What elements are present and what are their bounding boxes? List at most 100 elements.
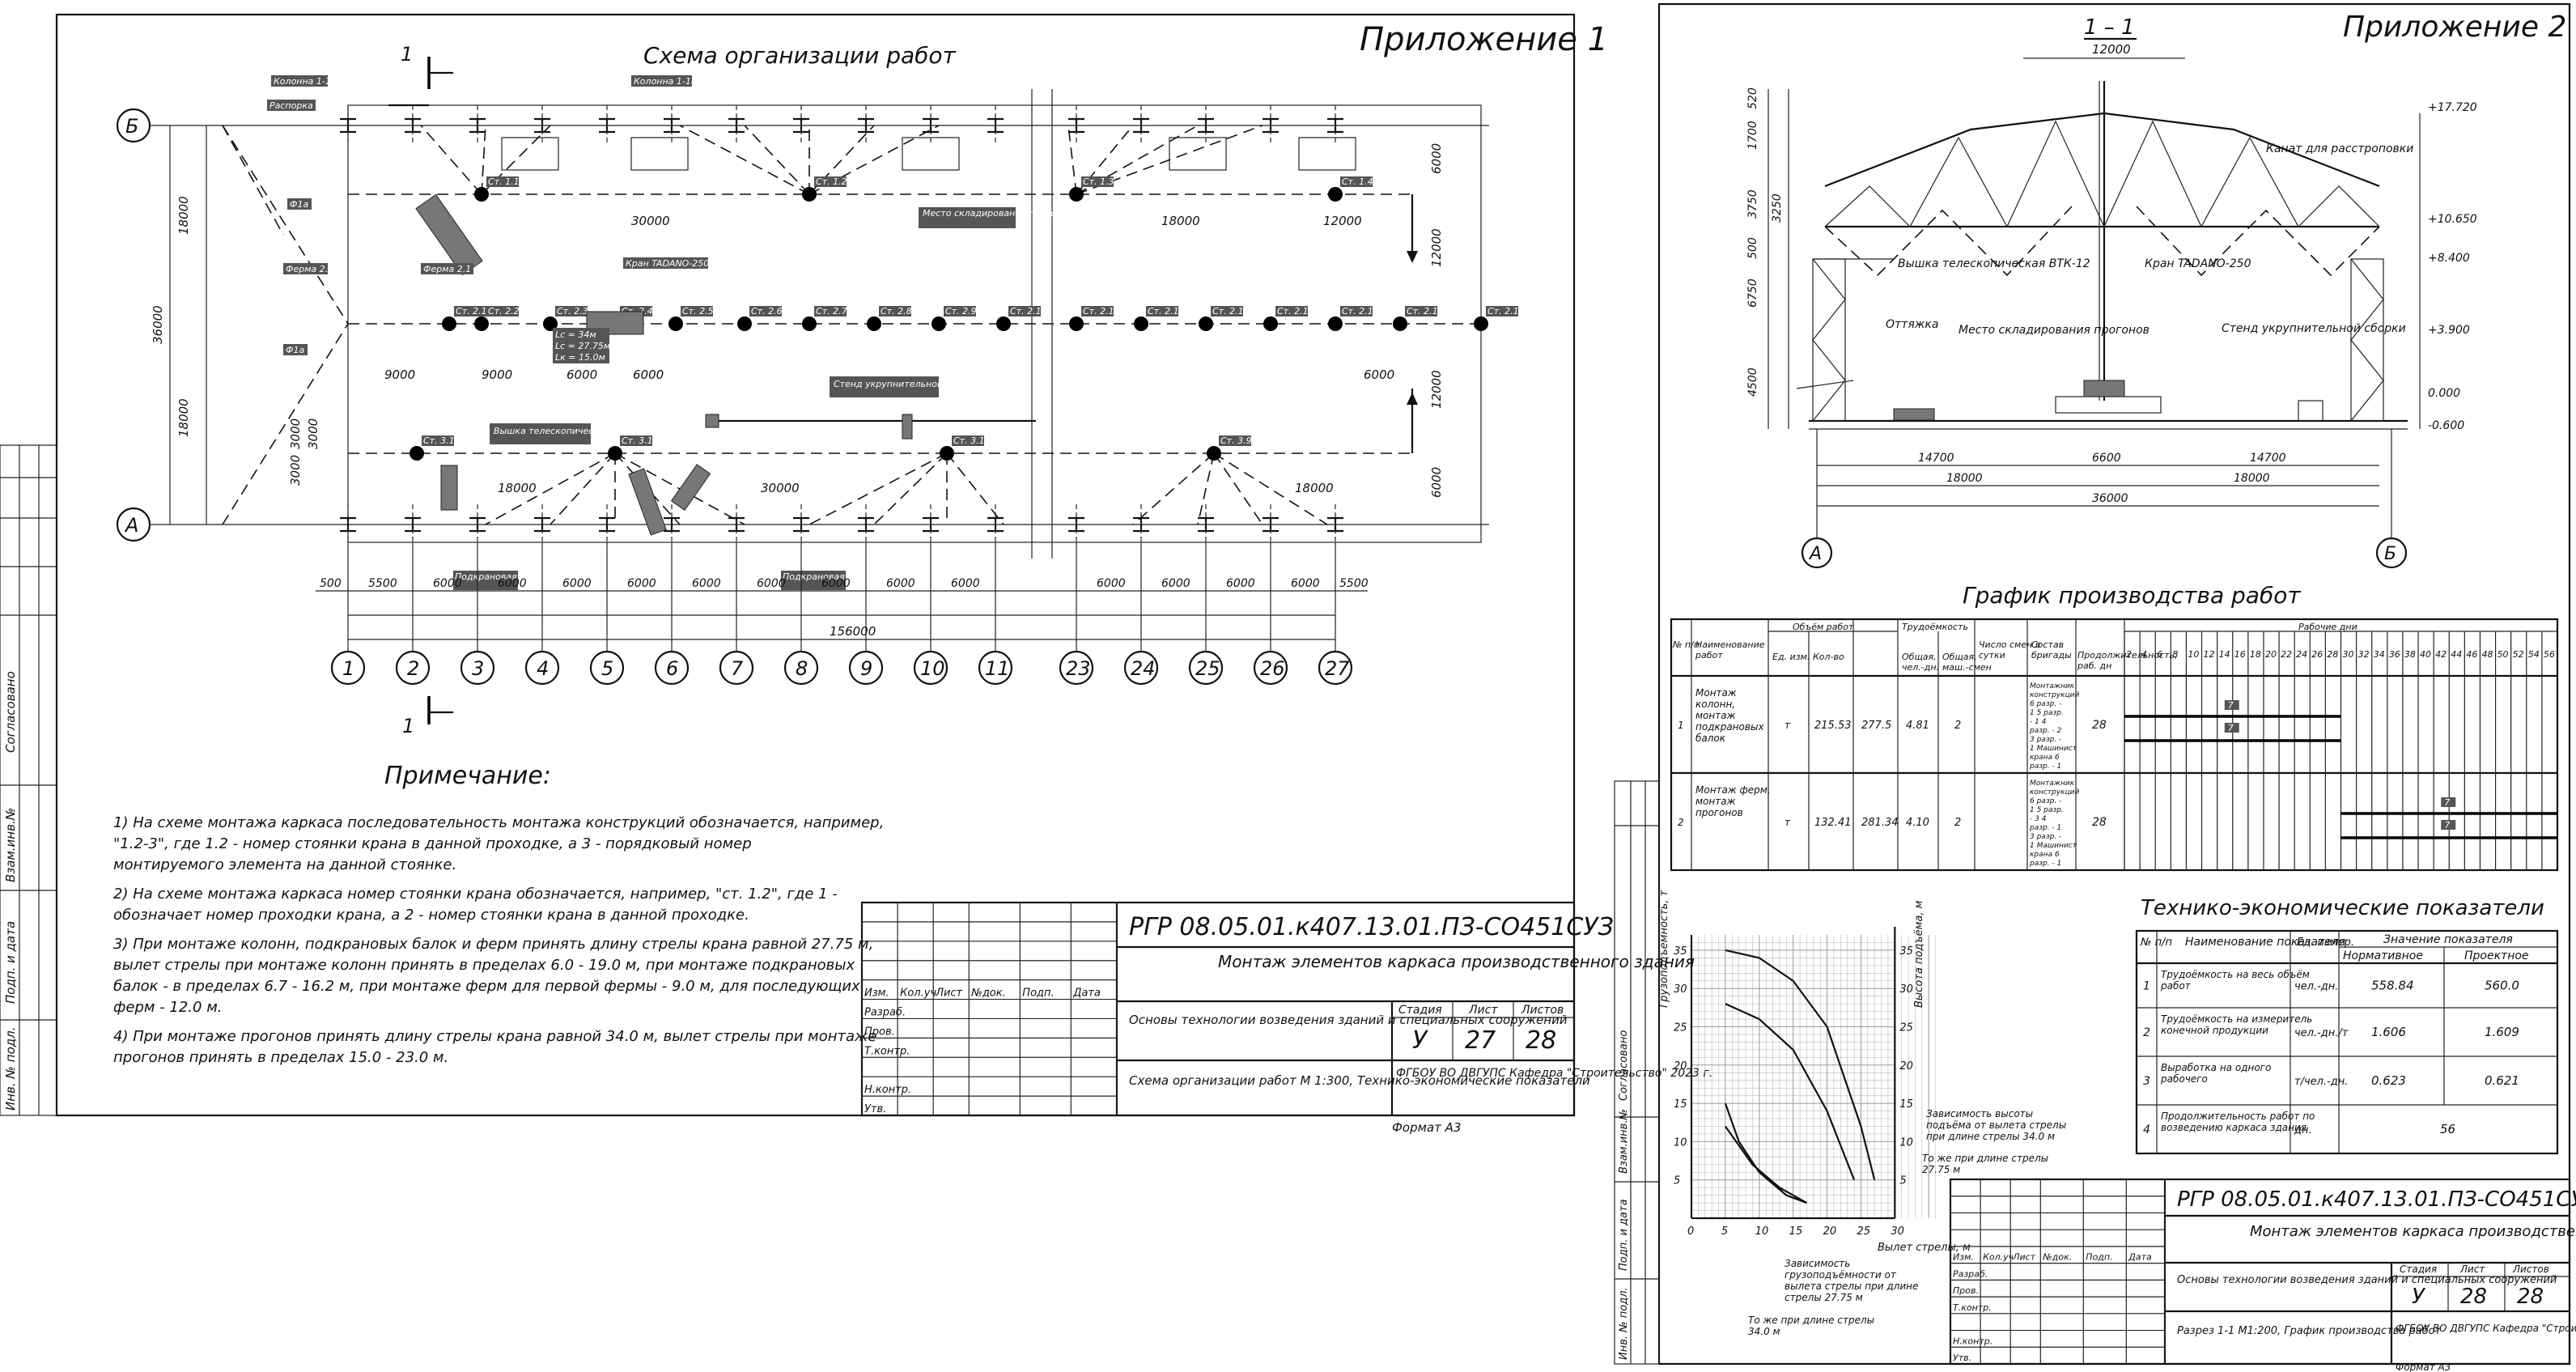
svg-text:Изм.: Изм. <box>1953 1252 1974 1263</box>
x-tick-30: 30 <box>1891 1225 1904 1238</box>
column-bottom-16 <box>1327 504 1343 545</box>
series-1 <box>1725 949 1876 1180</box>
svg-text:28: 28 <box>2092 816 2107 829</box>
svg-text:Lc = 34м: Lc = 34м <box>555 329 596 340</box>
svg-text:Лист: Лист <box>2459 1264 2485 1275</box>
svg-text:3: 3 <box>472 657 484 680</box>
svg-text:Канат для расстроповки: Канат для расстроповки <box>2266 142 2413 155</box>
svg-text:Lс = 27.75м: Lс = 27.75м <box>555 341 610 351</box>
day-38: 38 <box>2404 649 2416 660</box>
crane-stop-mid-7: Ст. 2.7 <box>802 306 847 331</box>
schedule-head-6: чел.-дн. <box>1902 662 1939 673</box>
svg-text:Формат А3: Формат А3 <box>1392 1120 1461 1135</box>
svg-text:Н.контр.: Н.контр. <box>1953 1336 1992 1346</box>
svg-text:Колонна 1-1а: Колонна 1-1а <box>274 76 337 87</box>
svg-text:Ст. 2.17: Ст. 2.17 <box>1487 306 1525 316</box>
svg-text:6 разр. -: 6 разр. - <box>2030 700 2061 708</box>
column-top-6 <box>664 105 680 146</box>
axis-circle-26: 26 <box>1253 648 1288 686</box>
crane-stop-mid-13: Ст. 2.13 <box>1199 306 1250 331</box>
svg-text:Кол.уч: Кол.уч <box>900 988 936 1000</box>
svg-text:558.84: 558.84 <box>2371 979 2414 993</box>
column-top-12 <box>1068 105 1084 146</box>
x-tick-15: 15 <box>1789 1225 1803 1238</box>
svg-text:Ст. 2.1: Ст. 2.1 <box>456 306 487 316</box>
svg-text:РГР 08.05.01.к407.13.01.ПЗ-СО4: РГР 08.05.01.к407.13.01.ПЗ-СО451СУЗ <box>1129 913 1614 941</box>
dim-bottom-6: 6000 <box>692 577 721 590</box>
svg-text:крана 6: крана 6 <box>2030 851 2060 859</box>
svg-text:Утв.: Утв. <box>864 1103 886 1115</box>
note-line-3: прогонов принять в пределах 15.0 - 23.0 … <box>113 1049 448 1066</box>
svg-text:конструкций: конструкций <box>2030 788 2079 796</box>
notes-title: Примечание: <box>384 762 551 790</box>
svg-text:Ст. 1.1: Ст. 1.1 <box>488 176 520 187</box>
svg-text:28: 28 <box>2517 1285 2544 1309</box>
svg-text:разр. - 1: разр. - 1 <box>2029 762 2061 771</box>
svg-text:156000: 156000 <box>830 624 876 639</box>
series-annotation-3: Зависимость <box>1785 1258 1850 1269</box>
column-top-14 <box>1198 105 1214 146</box>
svg-text:Распорка: Распорка <box>269 100 313 111</box>
column-bottom-15 <box>1263 504 1279 545</box>
svg-text:Ферма 2.1: Ферма 2.1 <box>423 264 471 274</box>
svg-text:10: 10 <box>920 657 945 680</box>
row-mark-A: А <box>116 507 151 542</box>
column-bottom-5 <box>599 504 615 545</box>
svg-text:36000: 36000 <box>2092 492 2128 505</box>
svg-text:9: 9 <box>860 657 872 680</box>
series-annotation-3: грузоподъёмности от <box>1785 1269 1897 1281</box>
svg-text:Дата: Дата <box>2128 1252 2152 1263</box>
svg-text:1.606: 1.606 <box>2371 1025 2406 1039</box>
svg-text:Основы технологии возведения з: Основы технологии возведения зданий и сп… <box>2177 1274 2557 1286</box>
svg-text:7: 7 <box>731 657 744 680</box>
day-14: 14 <box>2219 649 2230 660</box>
crane-stop-bot-1: Ст. 3.12 <box>410 435 460 461</box>
sheet-2-side-stamp: Согласовано Взам.инв.№ Подп. и дата Инв.… <box>1614 780 1660 1365</box>
crane-stop-mid-16: Ст. 2.16 <box>1393 306 1444 331</box>
series-annotation-4: То же при длине стрелы <box>1748 1315 1874 1326</box>
crane-stop-mid-9: Ст. 2.9 <box>932 306 977 331</box>
row-mark-B: Б <box>116 108 151 143</box>
axis-circle-24: 24 <box>1123 648 1159 686</box>
svg-text:132.41: 132.41 <box>1814 817 1852 829</box>
day-16: 16 <box>2234 649 2246 660</box>
svg-text:1 Машинист: 1 Машинист <box>2030 745 2077 753</box>
svg-text:Дата: Дата <box>1072 988 1101 1000</box>
column-top-5 <box>599 105 615 146</box>
note-line-0: "1.2-3", где 1.2 - номер стоянки крана в… <box>113 835 752 852</box>
section-marker-bottom: 1 <box>402 696 453 737</box>
column-top-9 <box>858 105 874 146</box>
svg-text:18000: 18000 <box>176 196 191 235</box>
svg-text:чел.-дн.: чел.-дн. <box>2294 981 2338 993</box>
svg-text:4500: 4500 <box>1746 367 1759 397</box>
svg-text:Листов: Листов <box>2512 1264 2549 1275</box>
axis-circle-27: 27 <box>1318 648 1353 686</box>
schedule-head-7: Общая, <box>1942 652 1977 662</box>
series-3 <box>1724 1102 1807 1204</box>
day-8: 8 <box>2172 649 2178 660</box>
day-34: 34 <box>2374 649 2385 660</box>
note-line-1: 2) На схеме монтажа каркаса номер стоянк… <box>113 886 838 903</box>
dim-bottom-1: 5500 <box>368 577 397 590</box>
svg-text:возведению каркаса здания: возведению каркаса здания <box>2161 1122 2307 1133</box>
svg-text:Ст. 2.15: Ст. 2.15 <box>1342 306 1379 316</box>
svg-text:3000: 3000 <box>306 418 320 449</box>
note-line-1: обозначает номер проходки крана, а 2 - н… <box>113 907 749 924</box>
columns-top-row <box>340 105 1343 146</box>
svg-text:14700: 14700 <box>1918 452 1954 465</box>
axis-mark-B2: Б <box>2375 537 2408 569</box>
svg-text:конечной продукции: конечной продукции <box>2161 1025 2268 1036</box>
dim-bottom-4: 6000 <box>562 577 592 590</box>
crane-stop-mid-11: Ст. 2.11 <box>1069 306 1120 331</box>
svg-text:2: 2 <box>1954 817 1961 829</box>
day-56: 56 <box>2544 649 2555 660</box>
svg-text:+17.720: +17.720 <box>2428 101 2477 114</box>
section-labels: Канат для расстроповки Вышка телескопиче… <box>1886 142 2413 337</box>
sheet-2-frame <box>1657 2 2571 1366</box>
svg-text:Монтаж элементов каркаса произ: Монтаж элементов каркаса производственно… <box>1218 952 1695 971</box>
svg-text:Выработка на одного: Выработка на одного <box>2161 1062 2271 1073</box>
column-top-11 <box>987 105 1004 146</box>
